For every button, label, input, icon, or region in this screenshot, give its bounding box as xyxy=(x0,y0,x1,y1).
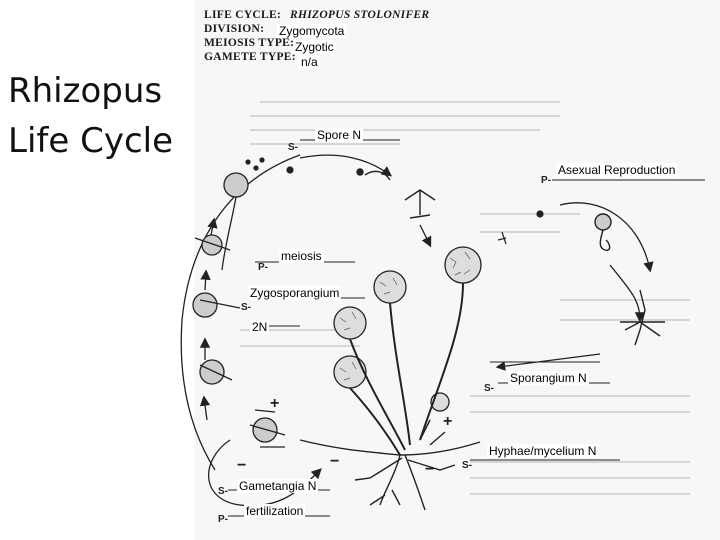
blank-p-meiosis: P- xyxy=(258,262,268,273)
zygospore-hyphae xyxy=(194,196,286,448)
arrow-up-1 xyxy=(199,395,211,421)
germinating-spores xyxy=(245,157,544,245)
label-gametangia: Gametangia N xyxy=(237,479,319,493)
answer-meiosis-type: Zygotic xyxy=(293,40,336,54)
arrow-up-3 xyxy=(200,269,211,291)
label-fertilization: fertilization xyxy=(244,504,306,518)
header-life-cycle-label: LIFE CYCLE: xyxy=(204,9,282,21)
plus-sign-left: + xyxy=(270,395,279,412)
worksheet-header: LIFE CYCLE: RHIZOPUS STOLONIFER DIVISION:… xyxy=(204,8,429,64)
label-2n: 2N xyxy=(250,320,270,334)
header-gamete-label: GAMETE TYPE: xyxy=(204,51,296,63)
header-division-label: DIVISION: xyxy=(204,23,265,35)
sporangium-texture xyxy=(339,251,471,381)
title-line-1: Rhizopus xyxy=(8,71,163,111)
answer-division: Zygomycota xyxy=(277,24,347,38)
header-life-cycle-row: LIFE CYCLE: RHIZOPUS STOLONIFER xyxy=(204,8,429,22)
blank-s-hyphae: S- xyxy=(462,460,472,471)
label-zygosporangium: Zygosporangium xyxy=(248,286,342,300)
minus-sign-mid: − xyxy=(330,453,339,470)
header-gamete-row: GAMETE TYPE: xyxy=(204,50,429,64)
rhizoids xyxy=(299,419,481,511)
header-division-row: DIVISION: xyxy=(204,22,429,36)
arrow-spore-to-germination xyxy=(299,154,393,177)
blank-s-gametangia: S- xyxy=(218,486,228,497)
header-meiosis-label: MEIOSIS TYPE: xyxy=(204,37,295,49)
title-line-2: Life Cycle xyxy=(8,121,174,161)
label-hyphae-mycelium: Hyphae/mycelium N xyxy=(487,444,599,458)
header-meiosis-row: MEIOSIS TYPE: xyxy=(204,36,429,50)
arrow-to-sporangia xyxy=(419,224,432,248)
minus-sign-right: − xyxy=(425,461,434,478)
label-spore: Spore N xyxy=(315,128,364,142)
blank-p-fertilization: P- xyxy=(218,514,228,525)
asexual-mycelium xyxy=(356,168,665,346)
header-species: RHIZOPUS STOLONIFER xyxy=(290,9,430,21)
blank-s-zygosporangium: S- xyxy=(241,302,251,313)
answer-gamete-type: n/a xyxy=(299,55,320,69)
label-meiosis: meiosis xyxy=(279,249,324,263)
blank-s-spore: S- xyxy=(288,142,298,153)
plus-sign-right: + xyxy=(443,413,452,430)
label-sporangium: Sporangium N xyxy=(508,371,589,385)
arrow-asexual-right xyxy=(559,202,654,273)
zygospore-stages xyxy=(192,172,278,443)
slide-title: Rhizopus Life Cycle xyxy=(8,66,188,166)
minus-sign-left: − xyxy=(237,457,246,474)
blank-s-sporangium: S- xyxy=(484,383,494,394)
sporangiophores xyxy=(349,282,464,456)
label-asexual-reproduction: Asexual Reproduction xyxy=(556,163,678,177)
arrow-down-right xyxy=(609,264,646,323)
sporangia xyxy=(333,246,482,412)
blank-p-asexual: P- xyxy=(541,175,551,186)
